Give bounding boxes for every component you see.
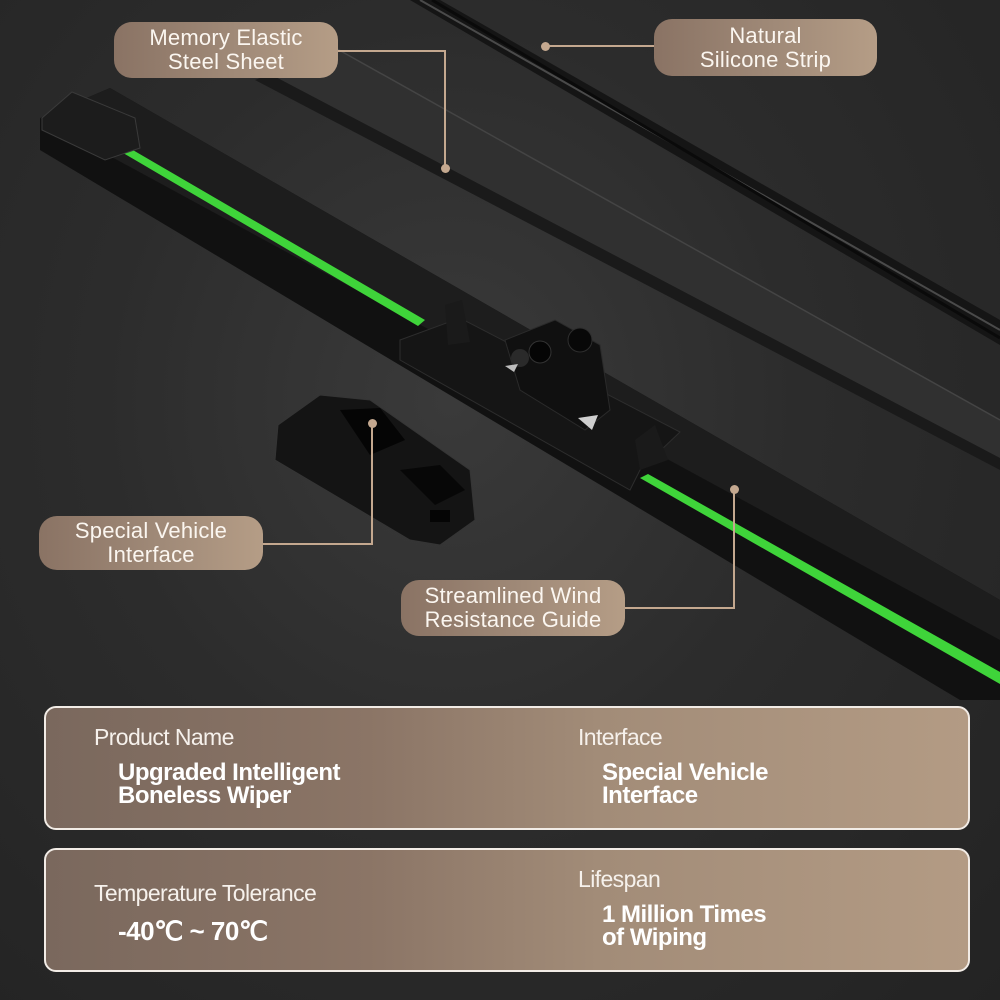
leader-line: [338, 50, 446, 52]
callout-memory-elastic-steel-sheet: Memory Elastic Steel Sheet: [114, 22, 338, 78]
callout-special-vehicle-interface: Special Vehicle Interface: [39, 516, 263, 570]
leader-line: [444, 50, 446, 168]
leader-line: [625, 607, 735, 609]
wiper-blade-body: [40, 88, 1000, 700]
spec-interface: Interface Special Vehicle Interface: [578, 724, 768, 809]
spec-value-line1: Special Vehicle: [602, 759, 768, 786]
pointer-dot: [368, 419, 377, 428]
callout-label-line1: Special Vehicle: [74, 518, 228, 543]
steel-sheet: [255, 44, 1000, 470]
vehicle-adapter-part: [274, 394, 476, 546]
leader-line: [733, 490, 735, 609]
callout-label-line2: Silicone Strip: [699, 46, 832, 72]
leader-line: [263, 543, 373, 545]
leader-line: [546, 45, 654, 47]
spec-product-name: Product Name Upgraded Intelligent Bonele…: [94, 724, 341, 809]
callout-label-line2: Resistance Guide: [424, 607, 602, 632]
spec-label: Product Name: [94, 724, 234, 750]
callout-label-line2: Interface: [107, 542, 195, 567]
leader-line: [371, 424, 373, 545]
callout-label-line1: Natural: [729, 22, 802, 48]
spec-value-line1: 1 Million Times: [602, 901, 767, 928]
pointer-dot: [441, 164, 450, 173]
spec-value-line1: Upgraded Intelligent: [118, 759, 341, 786]
spec-card-product: Product Name Upgraded Intelligent Bonele…: [44, 706, 970, 830]
spec-card-performance: Temperature Tolerance -40℃ ~ 70℃ Lifespa…: [44, 848, 970, 972]
spec-label: Interface: [578, 724, 663, 750]
spec-label: Lifespan: [578, 866, 661, 892]
callout-natural-silicone-strip: Natural Silicone Strip: [654, 19, 877, 76]
callout-label-line2: Steel Sheet: [168, 49, 284, 74]
callout-label-line1: Streamlined Wind: [424, 583, 602, 608]
spec-value-line2: Boneless Wiper: [118, 782, 291, 809]
spec-label: Temperature Tolerance: [94, 880, 317, 906]
green-accent-strip: [118, 146, 425, 326]
pointer-dot: [541, 42, 550, 51]
spec-value-line2: Interface: [602, 782, 698, 809]
callout-streamlined-wind-resistance-guide: Streamlined Wind Resistance Guide: [401, 580, 625, 636]
silicone-strip: [410, 0, 1000, 345]
spec-lifespan: Lifespan 1 Million Times of Wiping: [578, 866, 767, 951]
spec-value-line1: -40℃ ~ 70℃: [118, 916, 268, 946]
callout-label-line1: Memory Elastic: [149, 25, 303, 50]
pointer-dot: [730, 485, 739, 494]
spec-temperature-tolerance: Temperature Tolerance -40℃ ~ 70℃: [94, 880, 317, 946]
spec-value-line2: of Wiping: [602, 924, 707, 951]
